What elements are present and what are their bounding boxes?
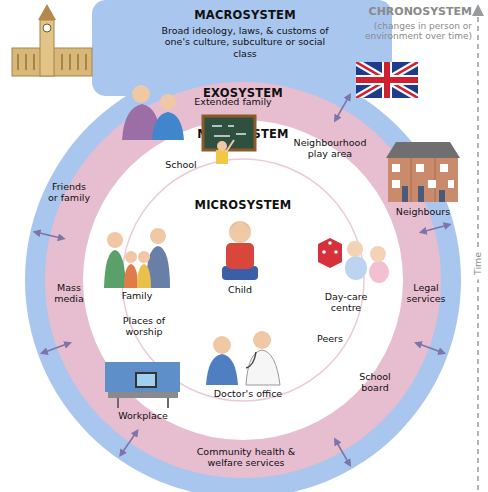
building-windows	[18, 54, 86, 70]
item-label: Community health & welfare services	[190, 447, 302, 469]
item-label: Child	[215, 285, 265, 296]
item-label: Friends or family	[46, 182, 92, 204]
system-ring: EXOSYSTEMMESOSYSTEMMICROSYSTEM	[45, 82, 441, 478]
item-label: School	[160, 160, 202, 171]
item-label: Extended family	[188, 97, 278, 108]
item-label: Legal services	[402, 283, 450, 305]
time-label: Time	[473, 247, 484, 279]
system-heading: MACROSYSTEM	[165, 8, 325, 22]
macro-ring	[25, 62, 461, 492]
chronosystem-heading: CHRONOSYSTEM	[350, 6, 472, 19]
ring-outline	[121, 158, 365, 402]
clock-tower	[40, 20, 54, 76]
item-label: Family	[112, 291, 162, 302]
item-label: Peers	[308, 334, 352, 345]
system-circle	[45, 82, 441, 478]
item-label: Places of worship	[112, 316, 176, 338]
chronosystem-note: (changes in person or environment over t…	[352, 21, 472, 42]
system-circle	[122, 159, 364, 401]
time-arrow-head	[472, 4, 484, 16]
parliament-building	[12, 48, 92, 76]
item-label: Neighbourhood play area	[284, 138, 376, 160]
item-label: Doctor's office	[206, 389, 290, 400]
item-label: Day-care centre	[314, 292, 378, 314]
item-label: School board	[350, 372, 400, 394]
tower-clock	[43, 24, 51, 32]
system-description: Broad ideology, laws, & customs of one's…	[158, 25, 332, 59]
system-circle	[83, 120, 403, 440]
system-ring: MICROSYSTEM	[121, 158, 365, 402]
item-label: Workplace	[112, 411, 174, 422]
item-label: Neighbours	[392, 207, 454, 218]
tower-spire	[38, 4, 56, 20]
item-label: Mass media	[48, 283, 90, 305]
system-heading: MICROSYSTEM	[121, 198, 365, 212]
